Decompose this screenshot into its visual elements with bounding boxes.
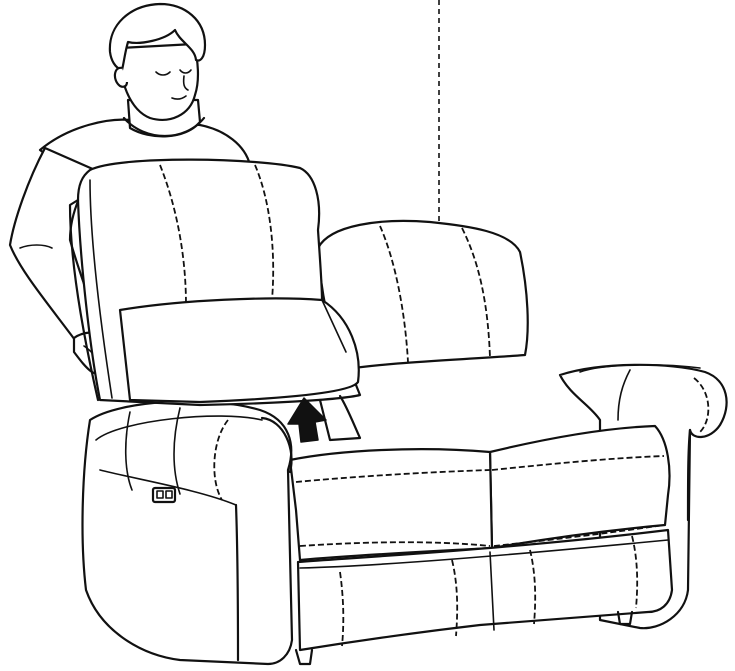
power-button-panel-icon	[151, 486, 177, 504]
loveseat-icon	[81, 219, 728, 666]
up-arrow-icon	[287, 397, 327, 443]
back-cushion-lifted	[68, 158, 362, 442]
